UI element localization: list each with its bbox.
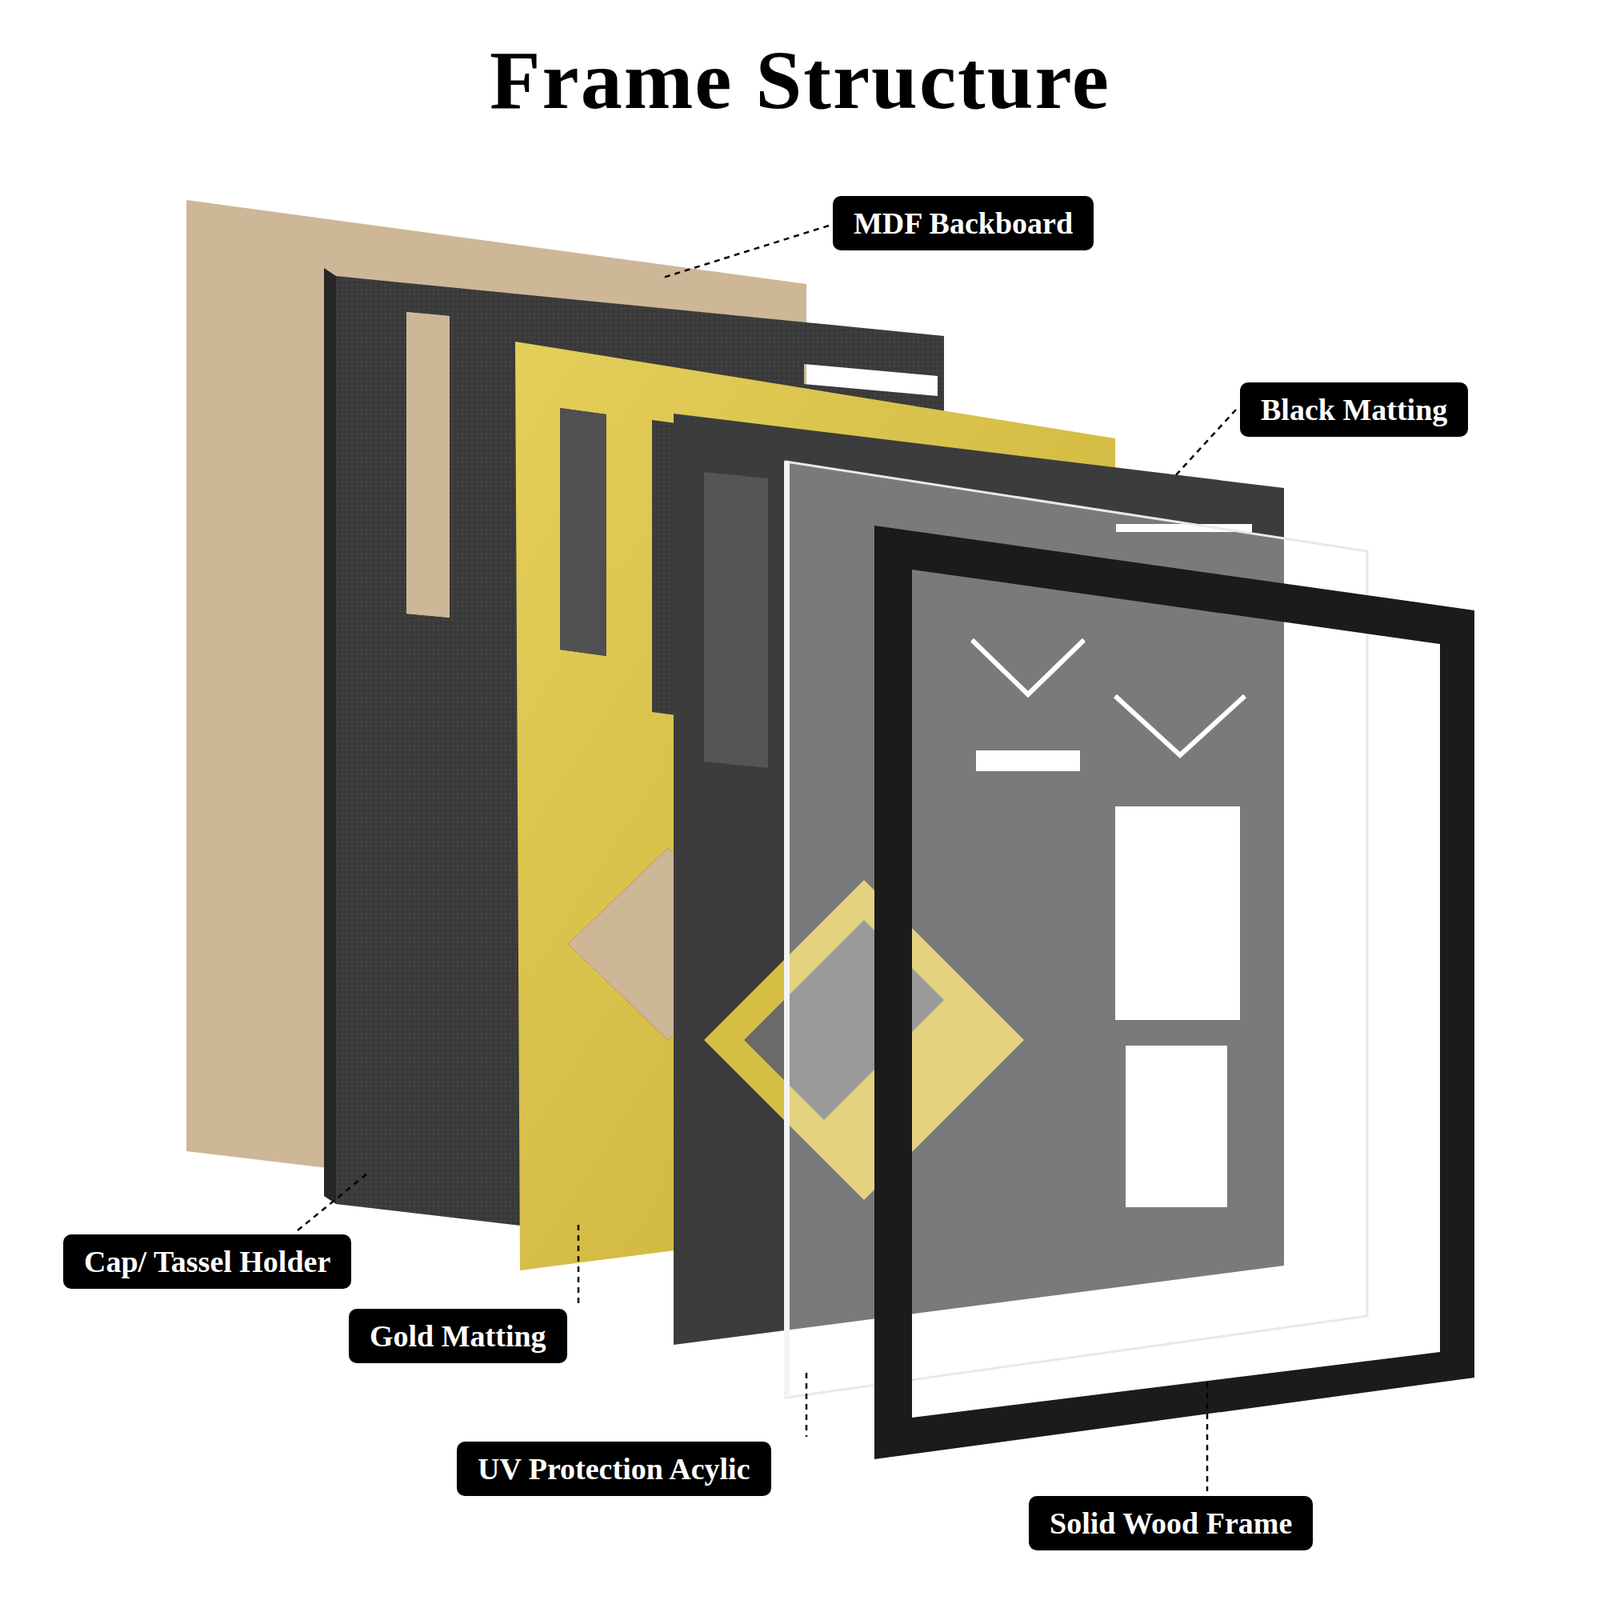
callout-label: Cap/ Tassel Holder [63,1234,352,1289]
callout-label: MDF Backboard [832,196,1094,251]
solid-wood-frame [874,525,1475,1460]
gold-slot-view [560,408,607,656]
acrylic-edge [784,461,790,1398]
callout-text: UV Protection Acylic [477,1451,751,1487]
callout-text: Cap/ Tassel Holder [84,1244,331,1280]
callout-label: UV Protection Acylic [456,1441,772,1496]
callout-text: Gold Matting [369,1318,547,1354]
black-slot [704,472,768,768]
callout-label: Black Matting [1240,382,1468,437]
foam-side [324,268,336,1204]
leader-lines [297,225,1236,1492]
callout-label: Solid Wood Frame [1028,1496,1313,1551]
callout-label: Gold Matting [348,1308,568,1364]
callout-text: Solid Wood Frame [1049,1505,1292,1541]
callout-text: Black Matting [1260,392,1448,428]
foam-slot-view [406,312,450,618]
diagram-title: Frame Structure [0,32,1600,128]
callout-text: MDF Backboard [853,205,1073,241]
